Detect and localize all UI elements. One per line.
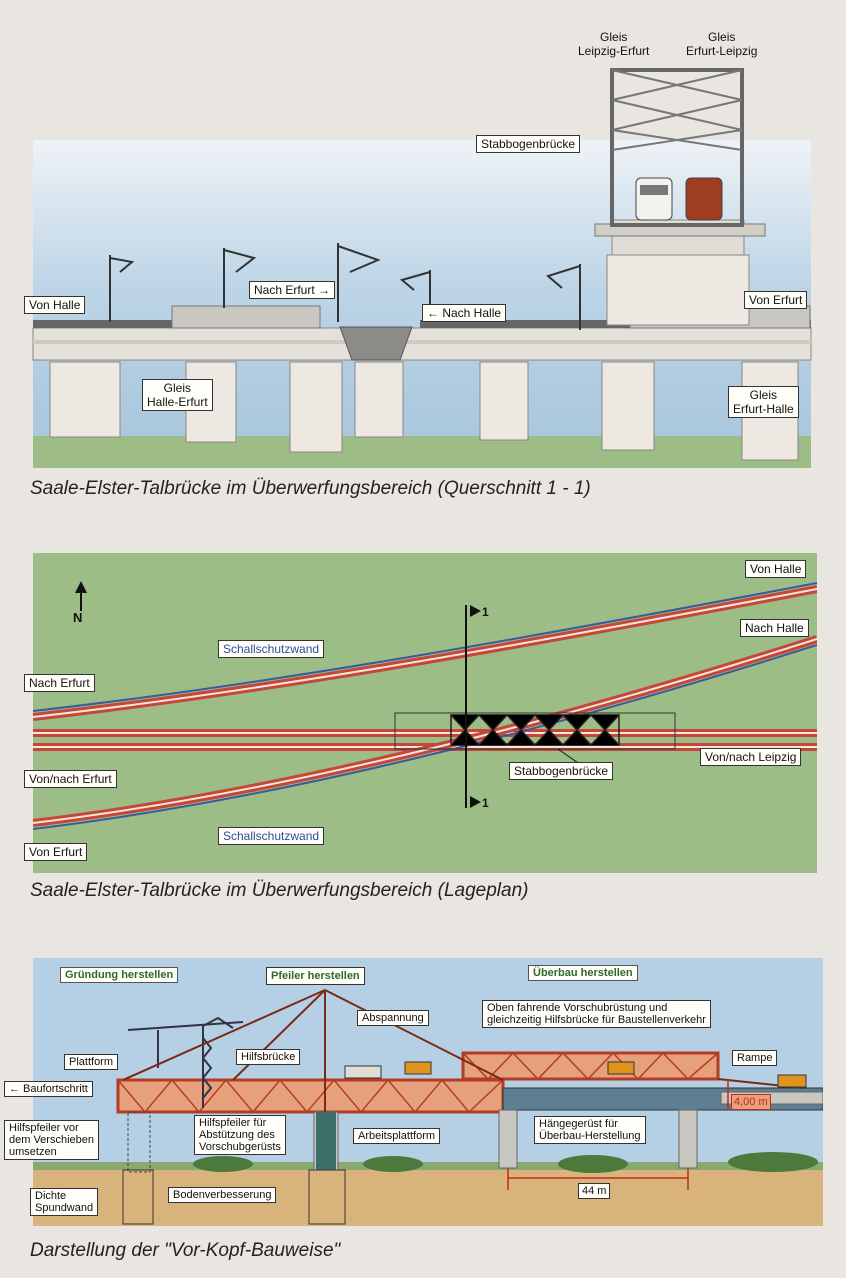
- label-nach-erfurt: Nach Erfurt →: [249, 281, 336, 299]
- arch-bridge-tower: [594, 68, 766, 326]
- con-baufortschritt: ← Baufortschritt: [4, 1081, 93, 1097]
- label-gleis-erfurt-halle: Gleis Erfurt-Halle: [728, 386, 799, 418]
- plan-stabbogen: Stabbogenbrücke: [509, 762, 614, 780]
- label-nach-halle: ← Nach Halle: [422, 304, 507, 322]
- caption-construction: Darstellung der "Vor-Kopf-Bauweise": [30, 1240, 341, 1261]
- con-arbeitsplattform: Arbeitsplattform: [353, 1128, 441, 1144]
- section-arrow-top: [470, 605, 481, 617]
- site-plan-drawing: [33, 581, 817, 830]
- span-dimension: [507, 1168, 689, 1190]
- catenary-masts: [109, 243, 581, 330]
- con-vorschub: Oben fahrende Vorschubrüstung und gleich…: [482, 1000, 711, 1028]
- ground-improvement: [308, 1169, 346, 1225]
- plan-von-erfurt: Von Erfurt: [24, 843, 88, 861]
- label-von-erfurt: Von Erfurt: [744, 291, 808, 309]
- con-pfeiler: Pfeiler herstellen: [266, 967, 365, 985]
- con-height: 4,00 m: [731, 1094, 771, 1110]
- plan-nach-halle: Nach Halle: [740, 619, 809, 637]
- section-mark-top: 1: [482, 605, 489, 619]
- construction-drawing: [33, 958, 823, 1226]
- con-ueberbau: Überbau herstellen: [528, 965, 638, 981]
- con-hilfspfeiler-vor: Hilfspfeiler vor dem Verschieben umsetze…: [4, 1120, 99, 1160]
- con-plattform: Plattform: [64, 1054, 119, 1070]
- plan-von-halle: Von Halle: [745, 560, 807, 578]
- construction-ground: [33, 1168, 823, 1226]
- con-abspannung: Abspannung: [357, 1010, 429, 1026]
- label-von-halle: Von Halle: [24, 296, 86, 314]
- tracks: [33, 582, 817, 830]
- trucks: [344, 1061, 807, 1088]
- north-arrow: [75, 581, 87, 611]
- cross-section-drawing: [32, 68, 812, 468]
- construction-panel: [33, 958, 823, 1226]
- con-span: 44 m: [578, 1183, 611, 1199]
- noise-wall-left: [171, 305, 321, 329]
- label-stabbogen: Stabbogenbrücke: [476, 135, 581, 153]
- con-rampe: Rampe: [732, 1050, 778, 1066]
- con-gruendung: Gründung herstellen: [60, 967, 179, 983]
- stabbogen-truss: [450, 713, 620, 747]
- tower-crane: [127, 1016, 244, 1108]
- site-plan-panel: N 1 1: [33, 553, 817, 873]
- plan-schallschutz-top: Schallschutzwand: [218, 640, 325, 658]
- con-haengegeruest: Hängegerüst für Überbau-Herstellung: [534, 1116, 646, 1144]
- caption-site-plan: Saale-Elster-Talbrücke im Überwerfungsbe…: [30, 880, 529, 901]
- cross-section-panel: Gleis Leipzig-Erfurt Gleis Erfurt-Leipzi…: [0, 0, 846, 470]
- con-bodenverbesserung: Bodenverbesserung: [168, 1187, 277, 1203]
- section-arrow-bottom: [470, 796, 481, 808]
- label-gleis-halle-erfurt: Gleis Halle-Erfurt: [142, 379, 213, 411]
- formwork: [316, 1112, 336, 1170]
- label-track-leipzig-erfurt: Gleis Leipzig-Erfurt: [578, 30, 650, 58]
- stabbogen-box: [394, 712, 676, 750]
- plan-nach-erfurt: Nach Erfurt: [24, 674, 95, 692]
- con-hilfspfeiler-fuer: Hilfspfeiler für Abstützung des Vorschub…: [194, 1115, 286, 1155]
- con-dichte: Dichte Spundwand: [30, 1188, 99, 1216]
- plan-schallschutz-bottom: Schallschutzwand: [218, 827, 325, 845]
- plan-von-nach-erfurt: Von/nach Erfurt: [24, 770, 117, 788]
- section-mark-bottom: 1: [482, 796, 489, 810]
- caption-cross-section: Saale-Elster-Talbrücke im Überwerfungsbe…: [30, 478, 591, 499]
- label-track-erfurt-leipzig: Gleis Erfurt-Leipzig: [686, 30, 758, 58]
- helper-pier-dashed: [127, 1111, 151, 1173]
- grass: [33, 436, 811, 468]
- north-label: N: [73, 610, 83, 625]
- plan-von-nach-leipzig: Von/nach Leipzig: [700, 748, 802, 766]
- vegetation: [193, 1152, 818, 1173]
- con-hilfsbruecke: Hilfsbrücke: [236, 1049, 301, 1065]
- sheet-pile: [122, 1169, 154, 1225]
